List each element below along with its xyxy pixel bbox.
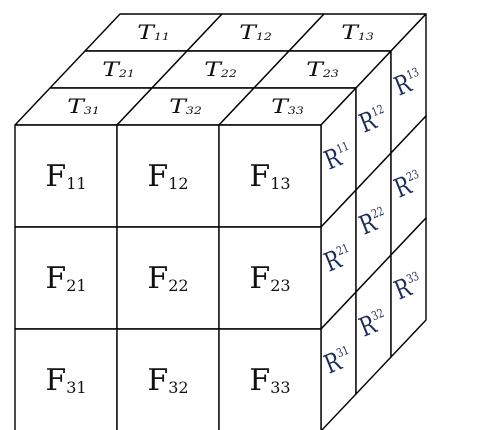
front-label-13-index: 13 (270, 174, 290, 193)
top-label-22-index: 22 (220, 68, 237, 79)
front-label-31-letter: F (45, 363, 66, 398)
front-label-11: F11 (45, 159, 86, 194)
top-label-13-letter: T (341, 21, 360, 44)
top-label-21-index: 21 (118, 68, 135, 79)
front-label-11-letter: F (45, 159, 66, 194)
front-label-11-index: 11 (66, 174, 86, 193)
top-label-11: T11 (137, 21, 170, 44)
front-label-22-letter: F (147, 261, 168, 296)
right-label-13-index: 13 (405, 65, 422, 83)
top-label-21: T21 (102, 58, 135, 81)
right-cell-33 (390, 217, 427, 358)
front-label-12-letter: F (147, 159, 168, 194)
top-label-22-letter: T (204, 58, 223, 81)
front-label-12: F12 (147, 159, 188, 194)
front-label-12-index: 12 (168, 174, 188, 193)
front-cell-31 (14, 328, 118, 430)
top-label-33-index: 33 (288, 105, 304, 116)
right-label-11-index: 11 (335, 139, 351, 157)
front-label-23: F23 (249, 261, 290, 296)
top-label-31: T31 (67, 95, 100, 118)
top-label-13-index: 13 (358, 31, 374, 42)
top-label-33: T33 (271, 95, 304, 118)
top-label-33-letter: T (271, 95, 290, 118)
front-label-23-letter: F (249, 261, 270, 296)
front-label-23-index: 23 (270, 276, 290, 295)
right-label-21-index: 21 (335, 241, 351, 259)
top-label-32: T32 (169, 95, 202, 118)
right-label-31-index: 31 (335, 343, 351, 361)
front-label-33-letter: F (249, 363, 270, 398)
top-label-13: T13 (341, 21, 374, 44)
front-label-21-letter: F (45, 261, 66, 296)
front-label-32: F32 (147, 363, 188, 398)
front-label-22-index: 22 (168, 276, 188, 295)
right-label-33-index: 33 (405, 269, 422, 287)
top-label-32-index: 32 (186, 105, 202, 116)
front-label-31-index: 31 (66, 378, 86, 397)
right-label-12-index: 12 (370, 102, 386, 120)
right-label-22-index: 22 (370, 204, 386, 222)
front-label-32-letter: F (147, 363, 168, 398)
front-label-33: F33 (249, 363, 290, 398)
front-label-13: F13 (249, 159, 290, 194)
top-label-23-letter: T (306, 58, 325, 81)
front-label-33-index: 33 (270, 378, 290, 397)
top-label-12: T12 (239, 21, 272, 44)
front-label-21: F21 (45, 261, 86, 296)
right-label-32-index: 32 (370, 306, 386, 324)
front-cell-32 (116, 328, 220, 430)
top-label-23-index: 23 (322, 68, 339, 79)
front-label-22: F22 (147, 261, 188, 296)
top-label-31-index: 31 (84, 105, 100, 116)
front-label-32-index: 32 (168, 378, 188, 397)
front-label-13-letter: F (249, 159, 270, 194)
front-label-31: F31 (45, 363, 86, 398)
top-label-32-letter: T (169, 95, 188, 118)
top-label-11-letter: T (137, 21, 156, 44)
top-label-11-index: 11 (154, 31, 170, 42)
top-label-12-index: 12 (256, 31, 272, 42)
top-label-23: T23 (306, 58, 339, 81)
front-cell-33 (218, 328, 322, 430)
top-label-21-letter: T (102, 58, 121, 81)
top-label-31-letter: T (67, 95, 86, 118)
front-label-21-index: 21 (66, 276, 86, 295)
top-label-12-letter: T (239, 21, 258, 44)
top-label-22: T22 (204, 58, 237, 81)
right-label-23-index: 23 (405, 167, 422, 185)
